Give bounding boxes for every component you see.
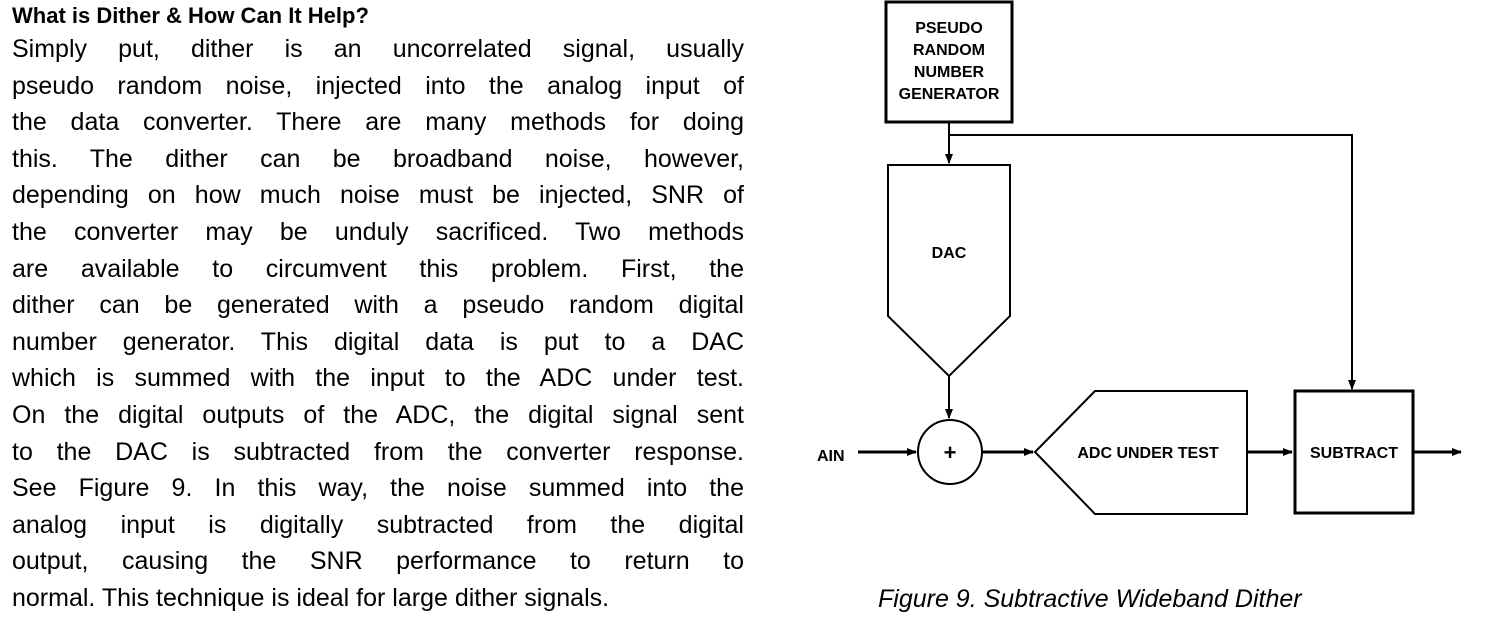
text-line: are available to circumvent this problem… <box>12 254 744 283</box>
text-line: analog input is digitally subtracted fro… <box>12 510 744 539</box>
prng-label-line: PSEUDO <box>915 20 983 37</box>
section-heading: What is Dither & How Can It Help? <box>12 3 369 28</box>
subtract-label: SUBTRACT <box>1310 445 1398 462</box>
dither-block-diagram: PSEUDO RANDOM NUMBER GENERATOR DAC AIN + <box>800 0 1500 641</box>
text-line: normal. This technique is ideal for larg… <box>12 583 610 612</box>
prng-block: PSEUDO RANDOM NUMBER GENERATOR <box>884 0 1014 124</box>
figure-caption: Figure 9. Subtractive Wideband Dither <box>878 585 1302 613</box>
text-line: number generator. This digital data is p… <box>12 327 744 356</box>
text-line: Simply put, dither is an uncorrelated si… <box>12 35 744 63</box>
adc-label: ADC UNDER TEST <box>1077 445 1219 462</box>
text-line: depending on how much noise must be inje… <box>12 181 744 210</box>
prng-label-line: NUMBER <box>914 64 985 81</box>
text-line: output, causing the SNR performance to r… <box>12 547 744 576</box>
prng-to-subtract-arrow <box>949 134 1356 390</box>
article: What is Dither & How Can It Help? Simply… <box>12 0 744 617</box>
text-line: dither can be generated with a pseudo ra… <box>12 291 744 320</box>
summing-junction: + <box>917 419 983 485</box>
plus-sign: + <box>944 440 957 465</box>
text-line: the converter may be unduly sacrificed. … <box>12 217 744 246</box>
text-line: pseudo random noise, injected into the a… <box>12 71 744 100</box>
text-line: to the DAC is subtracted from the conver… <box>12 437 744 466</box>
subtract-block: SUBTRACT <box>1293 389 1415 515</box>
body-paragraph: Simply put, dither is an uncorrelated si… <box>12 31 744 617</box>
prng-label-line: RANDOM <box>913 42 985 59</box>
ain-label: AIN <box>817 448 845 465</box>
prng-label-line: GENERATOR <box>899 86 1000 103</box>
dac-block: DAC <box>887 164 1011 378</box>
text-line: On the digital outputs of the ADC, the d… <box>12 400 744 429</box>
dac-label: DAC <box>932 245 967 262</box>
text-line: the data converter. There are many metho… <box>12 108 744 137</box>
text-line: which is summed with the input to the AD… <box>12 364 744 393</box>
adc-block: ADC UNDER TEST <box>1033 390 1248 515</box>
text-line: this. The dither can be broadband noise,… <box>12 144 744 173</box>
text-line: See Figure 9. In this way, the noise sum… <box>12 474 744 503</box>
